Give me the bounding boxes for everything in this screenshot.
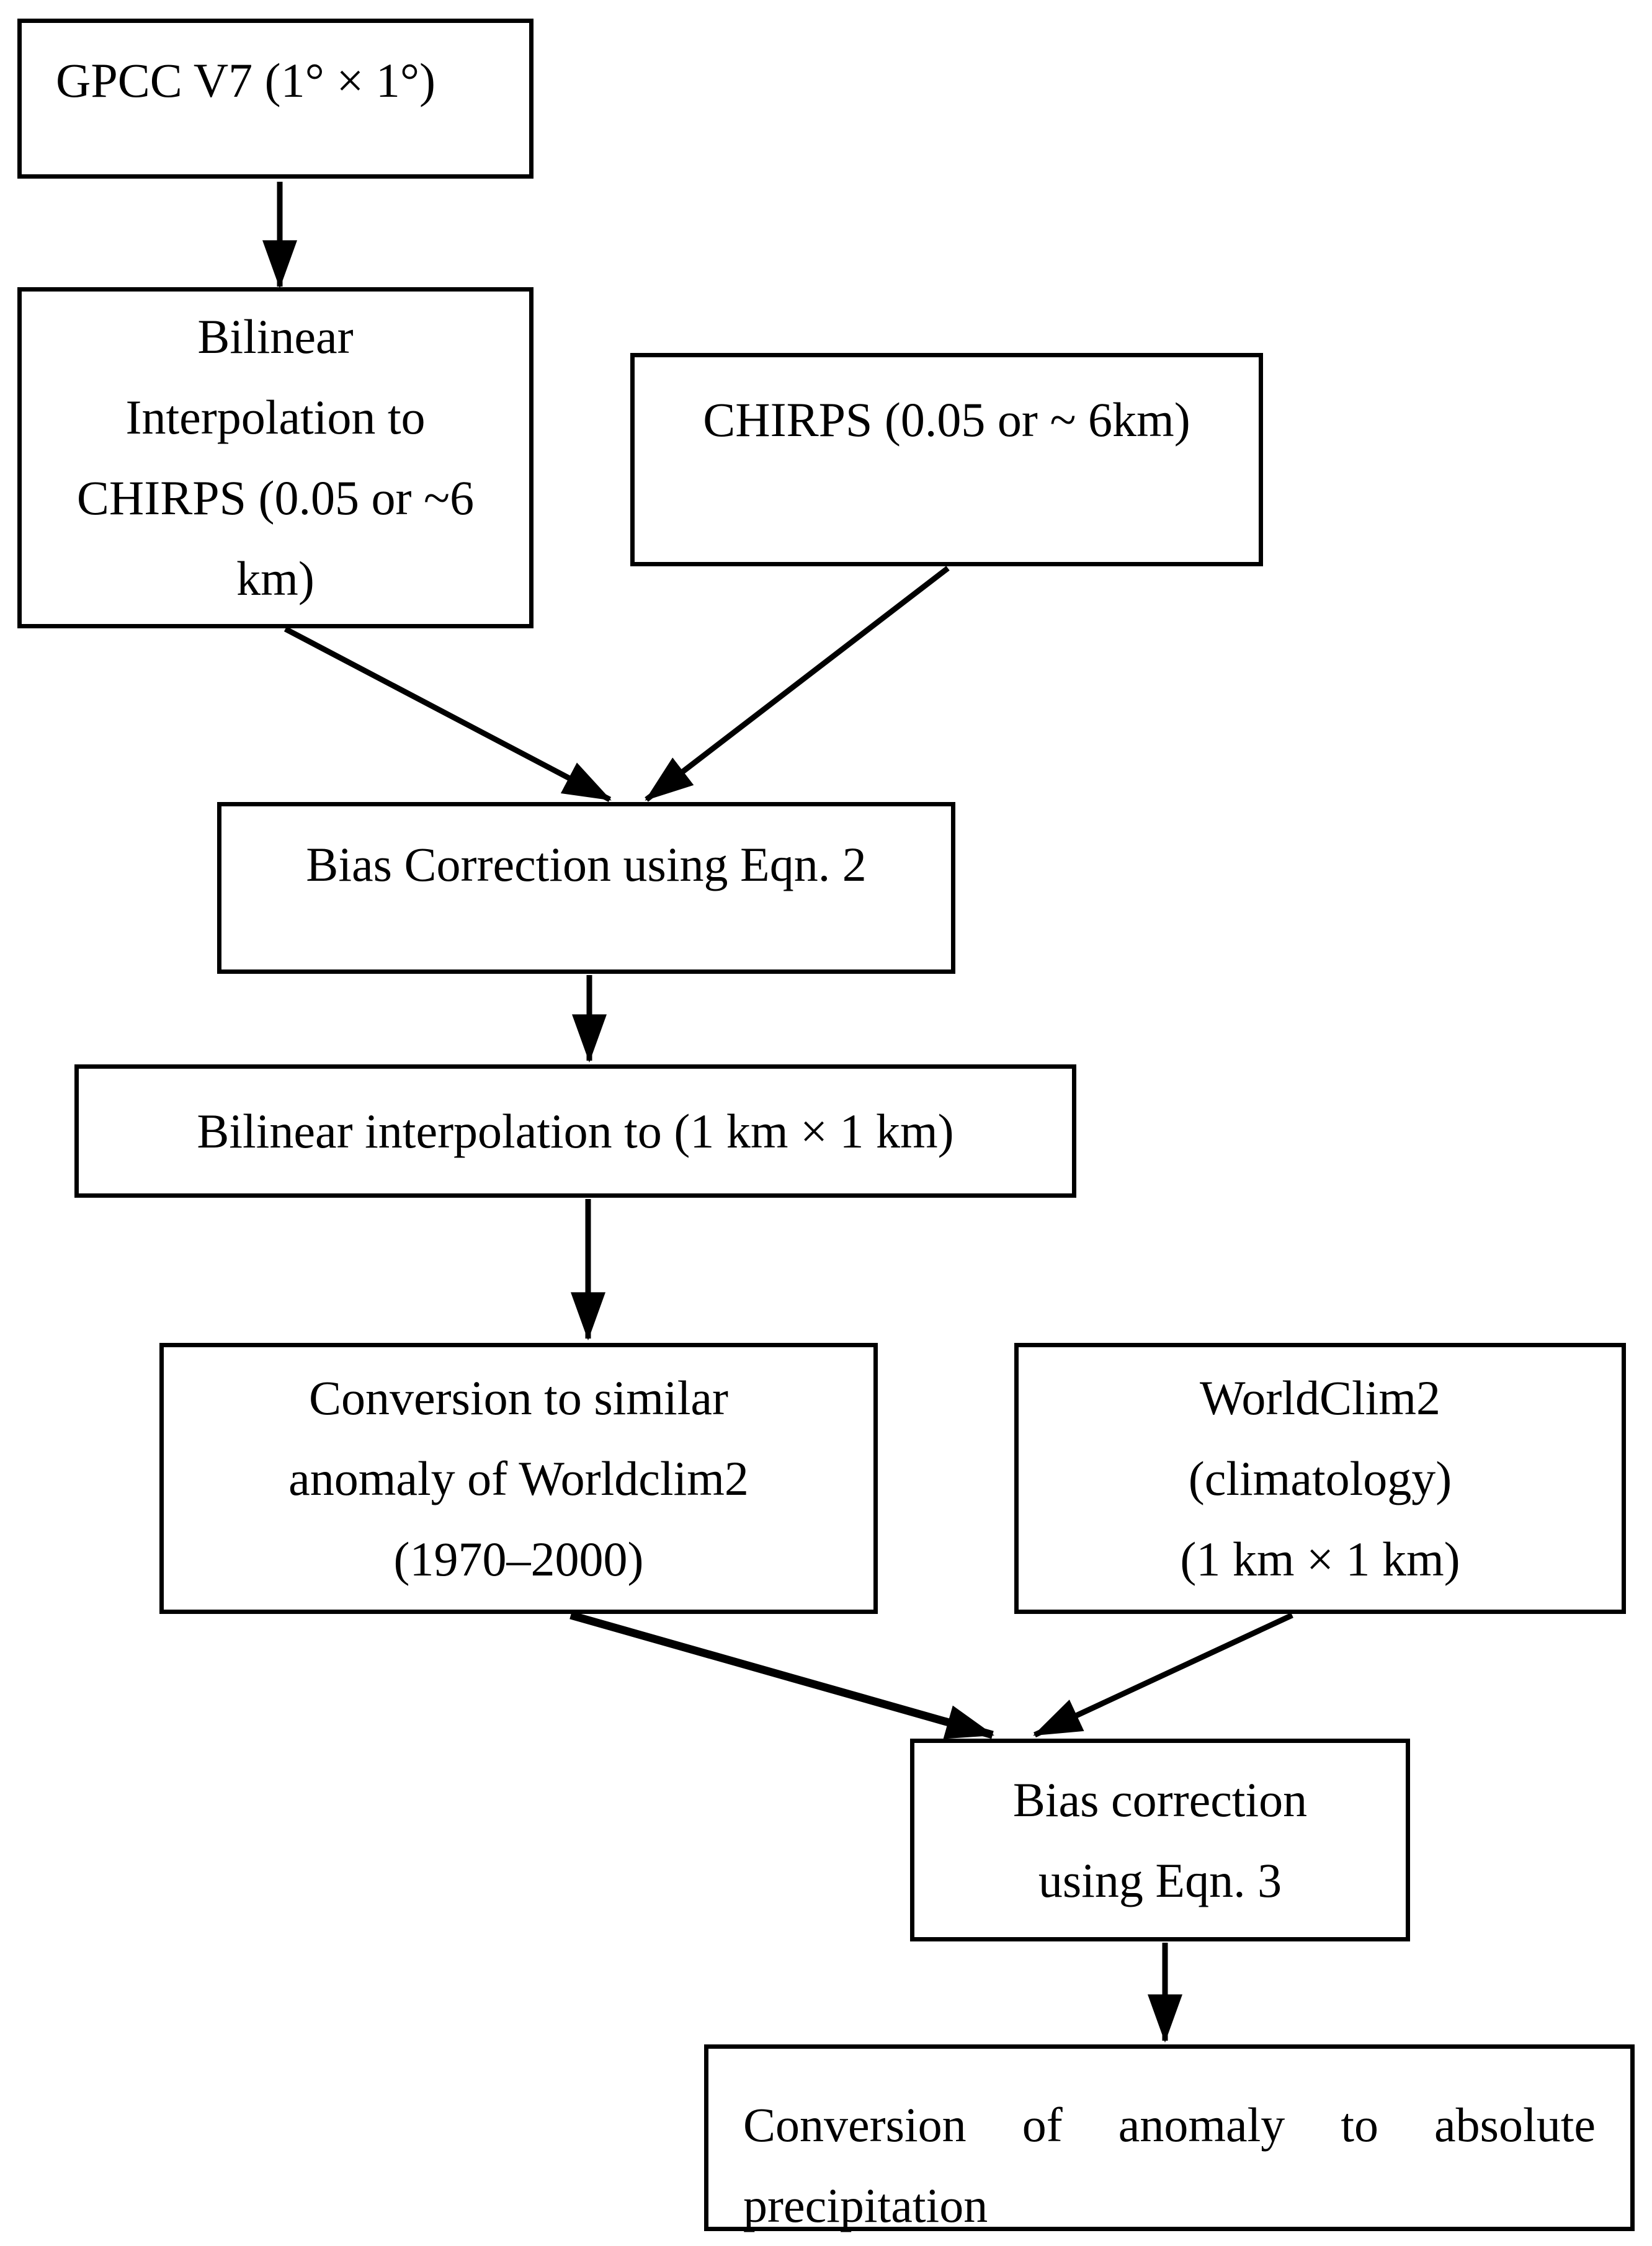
node-worldclim2: WorldClim2 (climatology) (1 km × 1 km) [1014,1343,1626,1614]
arrow-anomaly-to-bias3 [569,1611,994,1739]
node-gpcc: GPCC V7 (1° × 1°) [17,19,534,179]
node-bilinear-interpolation-1km: Bilinear interpolation to (1 km × 1 km) [74,1064,1076,1198]
node-bias-correction-eqn3: Bias correction using Eqn. 3 [910,1739,1410,1941]
node-bilinear-interpolation-chirps: Bilinear Interpolation to CHIRPS (0.05 o… [17,287,534,628]
arrow-chirps-to-bias2 [645,566,950,802]
node-conversion-to-anomaly: Conversion to similar anomaly of Worldcl… [159,1343,878,1614]
node-conversion-to-absolute-precipitation: Conversion of anomaly to absolute precip… [704,2044,1635,2232]
node-chirps: CHIRPS (0.05 or ~ 6km) [630,353,1263,566]
arrow-worldclim2-to-bias3 [1033,1612,1293,1738]
node-bias-correction-eqn2: Bias Correction using Eqn. 2 [217,802,955,974]
arrow-bilinear-to-bias2 [284,626,612,802]
